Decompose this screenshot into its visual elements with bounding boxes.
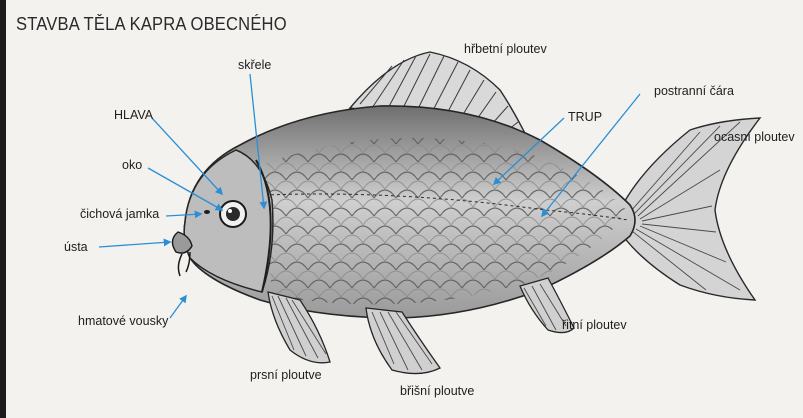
label-trup: TRUP [568, 110, 602, 124]
arrow-hmatove-vousky [170, 296, 186, 318]
label-cichova-jamka: čichová jamka [80, 207, 159, 221]
arrow-usta [99, 242, 170, 247]
pelvic-fin [366, 308, 440, 374]
diagram-title: STAVBA TĚLA KAPRA OBECNÉHO [16, 14, 287, 35]
label-hrbetni-ploutev: hřbetní ploutev [464, 42, 547, 56]
label-ritni-ploutev: řitní ploutev [562, 318, 627, 332]
label-oko: oko [122, 158, 142, 172]
fish-head [172, 150, 272, 292]
tail-fin [620, 118, 760, 300]
label-bricni-ploutve: břišní ploutve [400, 384, 474, 398]
label-hmatove-vousky: hmatové vousky [78, 314, 168, 328]
nostril [204, 210, 210, 214]
label-prsni-ploutve: prsní ploutve [250, 368, 322, 382]
arrow-hlava [152, 118, 222, 194]
label-postranni-cara: postranní čára [654, 84, 734, 98]
label-skrele: skřele [238, 58, 271, 72]
label-hlava: HLAVA [114, 108, 153, 122]
label-usta: ústa [64, 240, 88, 254]
label-ocasni-ploutev: ocasní ploutev [714, 130, 795, 144]
